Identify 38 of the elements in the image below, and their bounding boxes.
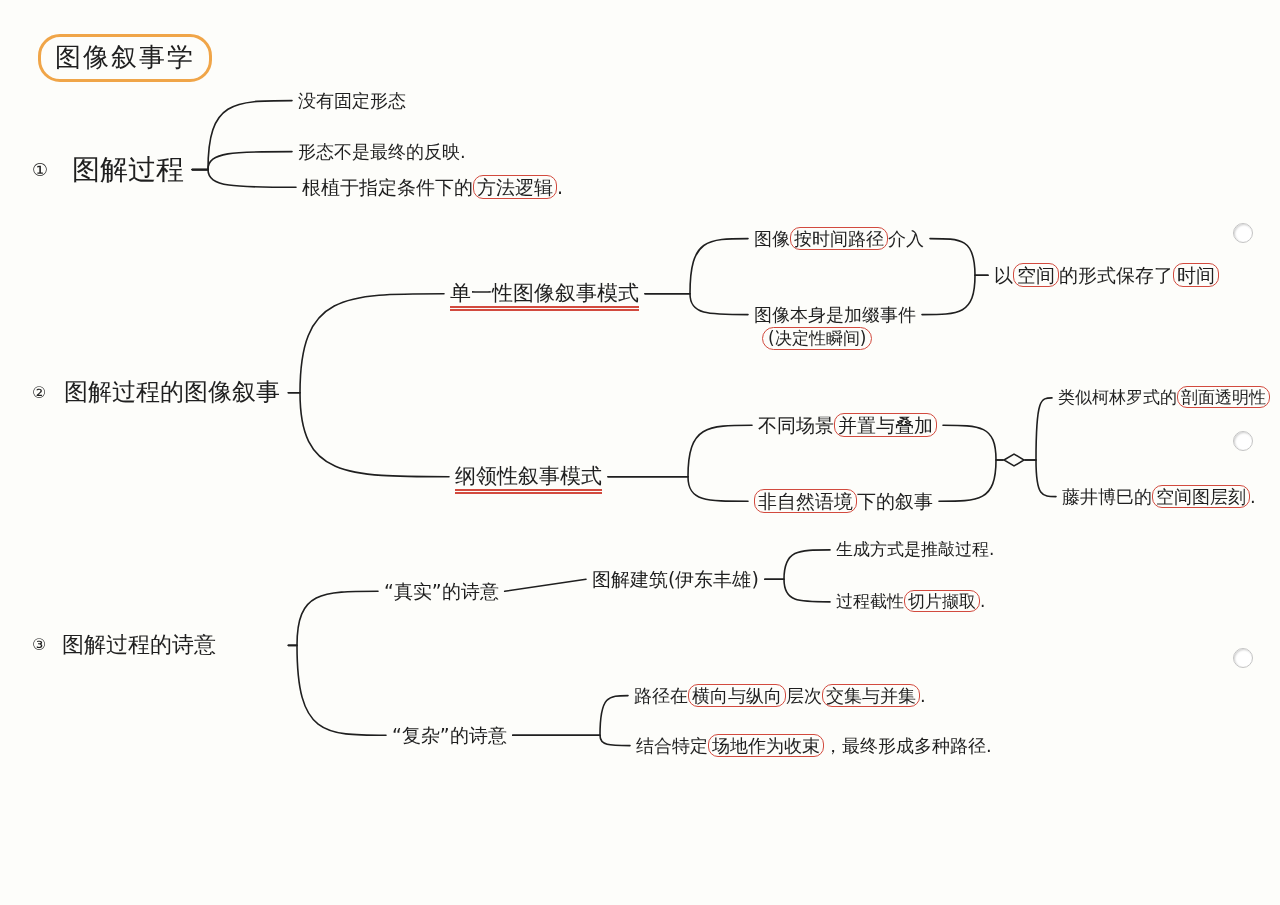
branch-text: 藤井博巳的空间图层刻. [1062,484,1256,510]
connector-line [287,392,450,478]
connector-line [607,475,749,503]
title: 图像叙事学 [38,34,212,82]
branch-text: 类似柯林罗式的剖面透明性 [1058,386,1270,410]
connector-line [921,274,989,316]
branch-text: 图像按时间路径介入 [754,226,924,252]
connector-line [938,459,1004,503]
branch-text: 非自然语境下的叙事 [754,488,933,515]
diamond-junction [1003,453,1025,467]
connector-line [287,644,387,737]
mode-heading: 单一性图像叙事模式 [450,280,639,307]
branch-text: 图解建筑(伊东丰雄) [592,567,759,592]
connector-line [764,578,831,603]
topic-heading: 图解过程的图像叙事 [64,377,281,408]
branch-text: 以空间的形式保存了时间 [994,262,1219,289]
branch-text: 过程截性切片撷取. [836,590,986,614]
number-mark: ③ [32,634,47,657]
number-mark: ② [32,381,47,404]
branch-text: 生成方式是推敲过程. [836,538,995,561]
branch-text: “复杂”的诗意 [392,723,507,748]
branch-text: 结合特定场地作为收束，最终形成多种路径. [636,733,992,759]
topic-heading: 图解过程的诗意 [62,631,217,659]
branch-text: 没有固定形态 [298,89,406,113]
connector-line [503,578,587,593]
topic-heading: 图解过程 [72,152,185,188]
connector-line [191,168,297,189]
number-mark: ① [32,158,49,182]
branch-text: 根植于指定条件下的方法逻辑. [302,174,564,201]
branch-text: 形态不是最终的反映. [298,140,466,164]
connector-line [1024,459,1057,498]
branch-text: 不同场景并置与叠加 [758,412,937,439]
connector-line [644,292,749,316]
mode-heading: 纲领性叙事模式 [455,463,602,490]
branch-text: 图像本身是加缀事件 [754,303,916,327]
branch-text: “真实”的诗意 [384,579,499,604]
branch-text: 路径在横向与纵向层次交集与并集. [634,683,926,709]
connector-line [511,734,631,747]
